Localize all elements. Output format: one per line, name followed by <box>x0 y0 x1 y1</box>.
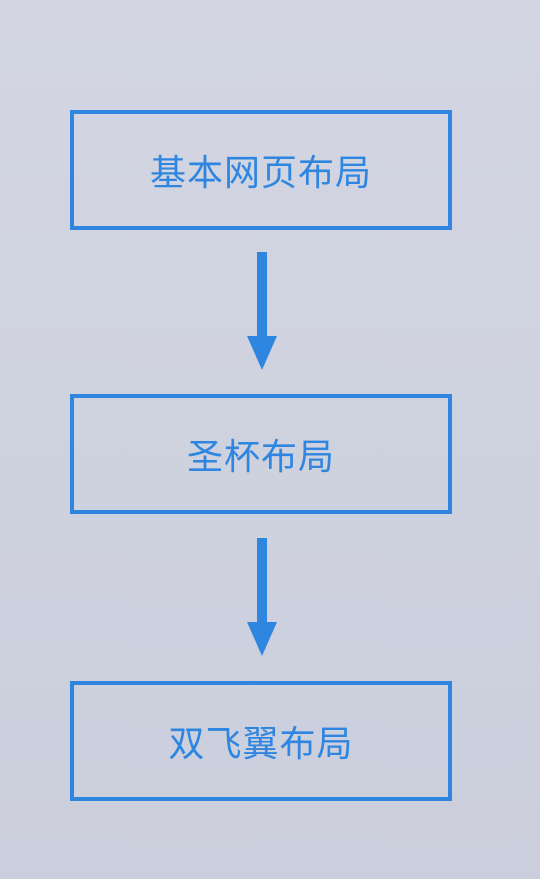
flow-node-label: 基本网页布局 <box>149 153 372 194</box>
flow-node-basic-layout: 基本网页布局 <box>70 110 452 230</box>
flow-node-double-wing-layout: 双飞翼布局 <box>70 681 452 801</box>
down-arrow-icon <box>242 252 282 372</box>
down-arrow-icon <box>242 538 282 658</box>
flow-node-label: 圣杯布局 <box>186 437 335 478</box>
flow-node-label: 双飞翼布局 <box>168 724 354 765</box>
flow-node-holy-grail-layout: 圣杯布局 <box>70 394 452 514</box>
